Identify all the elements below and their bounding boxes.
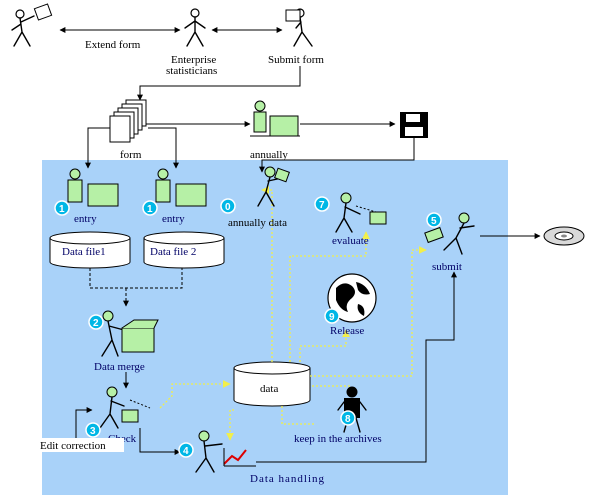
submit-worker-icon bbox=[424, 212, 475, 255]
svg-text:1: 1 bbox=[147, 204, 153, 215]
floppy-disk-icon bbox=[400, 112, 428, 138]
svg-text:2: 2 bbox=[93, 318, 99, 329]
edit-correction-label: Edit correction bbox=[40, 440, 106, 452]
disk-to-annually-data-line bbox=[259, 138, 415, 173]
badge-0: 0 bbox=[220, 198, 236, 214]
entry-2-label: entry bbox=[162, 213, 185, 225]
form-submitter-figure-icon bbox=[285, 8, 313, 47]
release-label: Release bbox=[330, 325, 364, 337]
check-to-handling-arrow bbox=[139, 428, 181, 455]
form-sender-figure-icon bbox=[11, 3, 53, 47]
handling-to-submit-arrow bbox=[256, 271, 457, 463]
globe-icon bbox=[327, 273, 377, 323]
data-file-1-label: Data file1 bbox=[62, 246, 106, 258]
data-merge-label: Data merge bbox=[94, 361, 145, 373]
form-branch-line-2 bbox=[148, 127, 179, 169]
data-handling-label: Data handling bbox=[250, 473, 325, 485]
form-branch-line bbox=[85, 127, 110, 169]
statisticians-label: statisticians bbox=[166, 65, 217, 77]
annually-data-label: annually data bbox=[228, 217, 287, 229]
data-file-1-cylinder: Data file1 bbox=[49, 231, 131, 269]
svg-text:5: 5 bbox=[431, 216, 437, 227]
entry-worker-2-icon bbox=[155, 168, 207, 207]
svg-text:1: 1 bbox=[59, 204, 65, 215]
evaluate-label: evaluate bbox=[332, 235, 369, 247]
data-merge-worker-icon bbox=[101, 310, 159, 357]
svg-text:8: 8 bbox=[345, 414, 351, 425]
form-stack-icon bbox=[109, 99, 147, 143]
svg-text:7: 7 bbox=[319, 200, 325, 211]
badge-8: 8 bbox=[340, 410, 356, 426]
badge-5: 5 bbox=[426, 212, 442, 228]
badge-1b: 1 bbox=[142, 200, 158, 216]
svg-text:0: 0 bbox=[225, 202, 231, 213]
check-worker-icon bbox=[99, 386, 151, 429]
entry-worker-1-icon bbox=[67, 168, 119, 207]
badge-3: 3 bbox=[85, 422, 101, 438]
submit-form-label: Submit form bbox=[268, 54, 324, 66]
keep-archives-label: keep in the archives bbox=[294, 433, 382, 445]
svg-text:4: 4 bbox=[183, 446, 189, 457]
to-forms-arrow bbox=[137, 66, 301, 101]
data-file-2-cylinder: Data file 2 bbox=[143, 231, 225, 269]
data-label: data bbox=[260, 383, 278, 395]
edit-correction-bg bbox=[40, 438, 124, 452]
entry-1-label: entry bbox=[74, 213, 97, 225]
form-label: form bbox=[120, 149, 142, 161]
annually-data-worker-icon bbox=[257, 166, 290, 207]
badge-9: 9 bbox=[324, 308, 340, 324]
data-cylinder: data bbox=[233, 361, 311, 407]
cd-disc-icon bbox=[543, 226, 585, 246]
submit-label: submit bbox=[432, 261, 462, 273]
files-merge-dashed bbox=[89, 268, 183, 306]
svg-text:3: 3 bbox=[90, 426, 96, 437]
badge-2: 2 bbox=[88, 314, 104, 330]
yellow-flow-lines bbox=[159, 186, 427, 441]
evaluate-worker-icon bbox=[335, 192, 387, 233]
annually-worker-icon bbox=[250, 100, 300, 137]
enterprise-label: Enterprise bbox=[171, 54, 216, 66]
svg-text:9: 9 bbox=[329, 312, 335, 323]
badge-1a: 1 bbox=[54, 200, 70, 216]
annually-label: annually bbox=[250, 149, 288, 161]
data-file-2-label: Data file 2 bbox=[150, 246, 196, 258]
enterprise-statistician-figure-icon bbox=[184, 8, 206, 47]
data-handling-worker-icon bbox=[195, 430, 256, 473]
extend-form-label: Extend form bbox=[85, 39, 141, 51]
badge-7: 7 bbox=[314, 196, 330, 212]
badge-4: 4 bbox=[178, 442, 194, 458]
